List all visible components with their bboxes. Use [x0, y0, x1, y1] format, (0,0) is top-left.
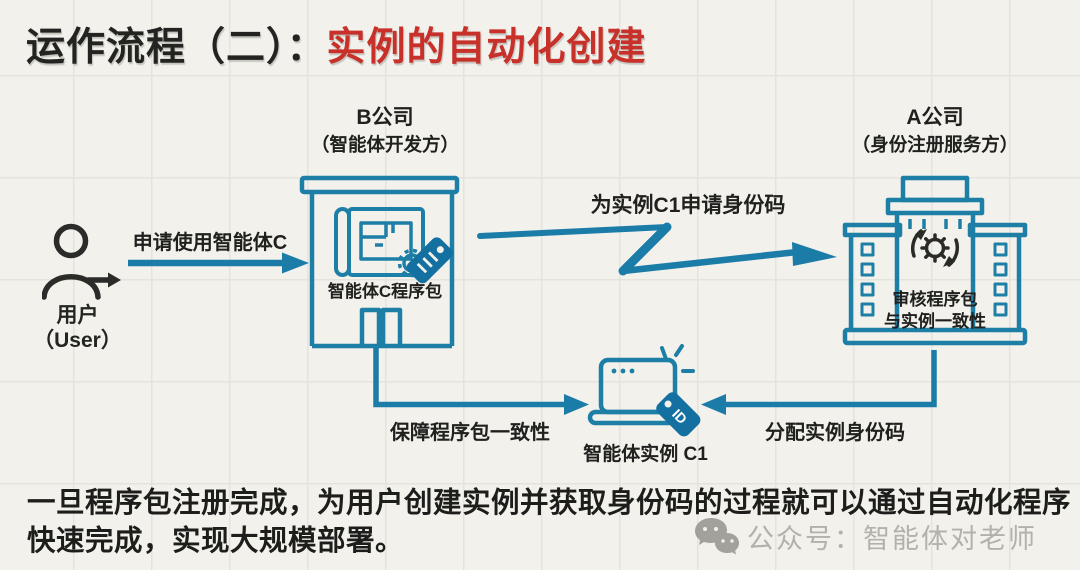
sparkle-icon [660, 344, 695, 373]
assign-arrow-label: 分配实例身份码 [765, 422, 905, 444]
apply-id-arrow-label: 为实例C1申请身份码 [590, 194, 786, 217]
company-a-inner-label-line1: 审核程序包 [892, 290, 978, 309]
laptop-id-tag-icon: ID [587, 344, 701, 437]
tag-icon [406, 237, 453, 284]
watermark: 公众号：智能体对老师 [694, 516, 1037, 556]
request-arrow [128, 252, 309, 274]
page-title-highlight: 实例的自动化创建 [326, 26, 647, 69]
footer-line2: 快速完成，实现大规模部署。 [27, 525, 405, 557]
person-arrow-icon [42, 223, 121, 300]
company-a-name: A公司 [906, 106, 964, 129]
company-a-role: （身份注册服务方） [851, 134, 1019, 155]
gear-sync-icon [910, 229, 960, 267]
user-label: 用户 [56, 304, 99, 327]
building-blueprint-tag-icon [299, 175, 460, 349]
company-b-name: B公司 [356, 106, 414, 129]
instance-label: 智能体实例 C1 [583, 444, 708, 465]
company-a-inner-label-line2: 与实例一致性 [884, 312, 986, 331]
id-tag-icon: ID [656, 392, 701, 437]
footer-line1: 一旦程序包注册完成，为用户创建实例并获取身份码的过程就可以通过自动化程序 [27, 487, 1072, 519]
ensure-arrow-label: 保障程序包一致性 [390, 422, 550, 444]
wechat-icon [695, 518, 739, 555]
company-b-inner-label: 智能体C程序包 [327, 282, 443, 301]
page-title-prefix: 运作流程（二）： [26, 26, 327, 69]
building-gear-sync-icon [842, 175, 1028, 346]
user-sublabel: （User） [33, 329, 122, 352]
lightning-arrow [477, 222, 837, 276]
watermark-text: 公众号：智能体对老师 [747, 523, 1037, 554]
footer-paragraph: 一旦程序包注册完成，为用户创建实例并获取身份码的过程就可以通过自动化程序 快速完… [27, 484, 1072, 560]
ensure-arrow [373, 346, 589, 415]
request-arrow-label: 申请使用智能体C [132, 232, 288, 254]
page-title: 运作流程（二）：实例的自动化创建 [26, 16, 647, 72]
blueprint-icon [334, 207, 453, 284]
company-b-role: （智能体开发方） [310, 134, 459, 155]
assign-arrow [701, 350, 937, 415]
